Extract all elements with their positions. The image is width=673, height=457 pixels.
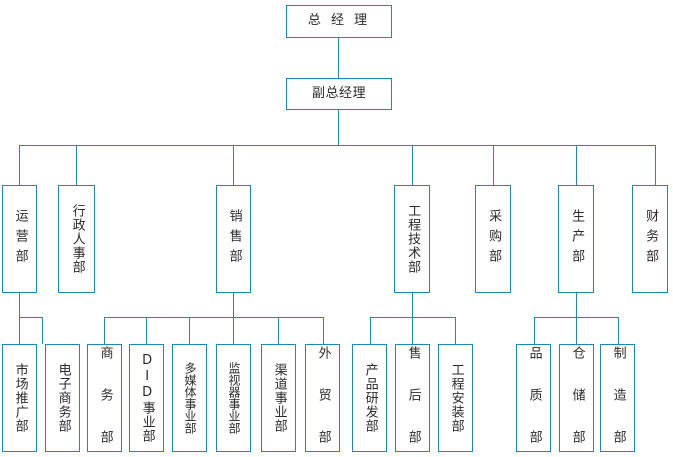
node-label: 外 贸 部 [315, 346, 331, 450]
drop-to-monitor [233, 317, 234, 344]
node-ecommerce-dept[interactable]: 电子商务部 [45, 344, 80, 452]
drop-to-business [104, 317, 105, 344]
node-label: 工程技术部 [405, 204, 421, 274]
node-label: 采购部 [486, 209, 502, 269]
drop-to-manufacture [618, 317, 619, 344]
node-warehouse-dept[interactable]: 仓 储 部 [559, 344, 594, 452]
drop-to-did [146, 317, 147, 344]
node-quality-dept[interactable]: 品 质 部 [516, 344, 551, 452]
drop-to-channel [278, 317, 279, 344]
node-general-manager[interactable]: 总 经 理 [286, 5, 392, 38]
node-label: 副总经理 [311, 85, 366, 101]
node-admin-hr-dept[interactable]: 行政人事部 [58, 185, 95, 293]
node-label: 行政人事部 [69, 204, 85, 274]
drop-to-ecommerce [42, 317, 43, 344]
node-label: 仓 储 部 [569, 346, 585, 450]
node-label: 渠道事业部 [271, 363, 287, 433]
connector-dgm-to-bus [338, 110, 339, 145]
drop-to-sales [233, 145, 234, 185]
node-label: DID事业部 [139, 353, 155, 443]
node-label: 销售部 [226, 209, 242, 269]
drop-to-ops [19, 145, 20, 185]
node-label: 制 造 部 [610, 346, 626, 450]
node-label: 财务部 [643, 209, 659, 269]
node-sales-dept[interactable]: 销售部 [216, 185, 251, 293]
node-operations-dept[interactable]: 运营部 [2, 185, 37, 293]
sales-bus [104, 317, 323, 318]
node-label: 电子商务部 [55, 363, 71, 433]
node-engineering-technology-dept[interactable]: 工程技术部 [394, 185, 430, 293]
drop-to-aftersales [412, 317, 413, 344]
drop-to-finance [655, 145, 656, 185]
node-channel-division[interactable]: 渠道事业部 [261, 344, 296, 452]
node-business-dept[interactable]: 商 务 部 [87, 344, 122, 452]
node-label: 品 质 部 [526, 346, 542, 450]
connector-gm-to-dgm [338, 38, 339, 78]
node-foreign-trade-dept[interactable]: 外 贸 部 [305, 344, 340, 452]
node-label: 多媒体事业部 [183, 362, 197, 434]
node-finance-dept[interactable]: 财务部 [632, 185, 668, 293]
drop-to-marketing [19, 317, 20, 344]
engtech-stem [412, 293, 413, 317]
level3-bus [19, 145, 656, 146]
node-manufacturing-dept[interactable]: 制 造 部 [600, 344, 635, 452]
node-multimedia-division[interactable]: 多媒体事业部 [172, 344, 207, 452]
node-label: 市场推广部 [12, 363, 28, 433]
node-monitor-division[interactable]: 监视器事业部 [216, 344, 251, 452]
node-label: 商 务 部 [97, 346, 113, 450]
drop-to-rnd [370, 317, 371, 344]
node-did-division[interactable]: DID事业部 [129, 344, 164, 452]
node-deputy-general-manager[interactable]: 副总经理 [286, 78, 392, 110]
node-after-sales-dept[interactable]: 售 后 部 [395, 344, 430, 452]
node-label: 监视器事业部 [227, 362, 241, 434]
sales-stem [233, 293, 234, 317]
node-label: 总 经 理 [307, 13, 371, 29]
drop-to-foreigntrade [323, 317, 324, 344]
drop-to-production [576, 145, 577, 185]
node-purchasing-dept[interactable]: 采购部 [475, 185, 511, 293]
node-label: 生产部 [569, 209, 585, 269]
production-stem [576, 293, 577, 317]
node-label: 工程安装部 [448, 363, 464, 433]
node-product-rnd-dept[interactable]: 产品研发部 [352, 344, 387, 452]
node-label: 运营部 [12, 209, 28, 269]
drop-to-installation [455, 317, 456, 344]
ops-stem [19, 293, 20, 317]
ops-bus [19, 317, 43, 318]
drop-to-engtech [412, 145, 413, 185]
node-engineering-installation-dept[interactable]: 工程安装部 [438, 344, 473, 452]
drop-to-hr [76, 145, 77, 185]
drop-to-warehouse [576, 317, 577, 344]
drop-to-purchase [493, 145, 494, 185]
drop-to-quality [534, 317, 535, 344]
node-label: 售 后 部 [405, 346, 421, 450]
node-label: 产品研发部 [362, 363, 378, 433]
drop-to-multimedia [189, 317, 190, 344]
node-production-dept[interactable]: 生产部 [558, 185, 594, 293]
node-marketing-promotion-dept[interactable]: 市场推广部 [2, 344, 37, 452]
